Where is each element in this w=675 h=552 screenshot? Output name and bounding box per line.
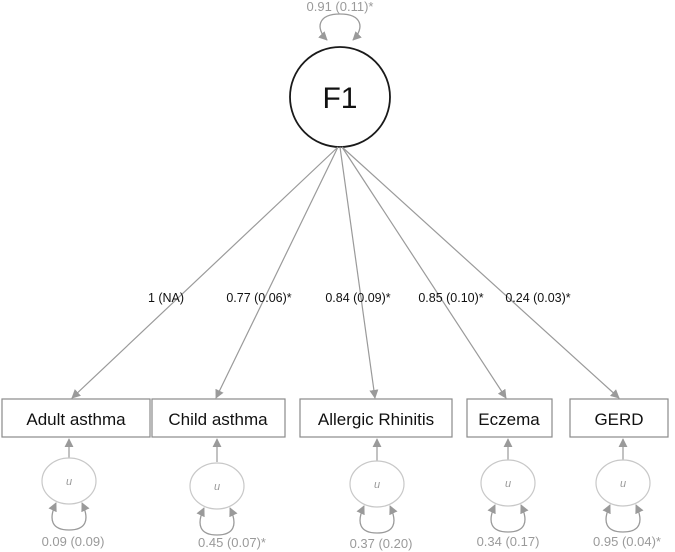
loading-path-child-asthma bbox=[215, 146, 339, 399]
indicator-box-child-asthma bbox=[151, 398, 286, 438]
indicator-label-gerd: GERD bbox=[594, 410, 643, 429]
error-variance-adult-asthma: 0.09 (0.09) bbox=[42, 534, 105, 549]
error-label-eczema: u bbox=[505, 478, 511, 490]
indicator-box-adult-asthma bbox=[1, 398, 151, 438]
error-term-child-asthma: u bbox=[189, 438, 245, 536]
indicator-label-allergic-rhinitis: Allergic Rhinitis bbox=[318, 410, 434, 429]
loading-path-eczema bbox=[341, 146, 507, 399]
error-term-adult-asthma: u bbox=[41, 438, 97, 531]
loading-label-eczema: 0.85 (0.10)* bbox=[418, 291, 483, 305]
error-label-allergic-rhinitis: u bbox=[374, 479, 380, 491]
loading-paths bbox=[71, 146, 620, 399]
error-label-gerd: u bbox=[620, 478, 626, 490]
factor-variance-loop bbox=[318, 13, 362, 41]
indicator-label-eczema: Eczema bbox=[478, 410, 540, 429]
error-variance-child-asthma: 0.45 (0.07)* bbox=[198, 535, 266, 550]
loading-path-adult-asthma bbox=[71, 146, 339, 399]
factor-variance-label: 0.91 (0.11)* bbox=[307, 0, 374, 14]
indicator-box-gerd bbox=[569, 398, 669, 438]
error-term-allergic-rhinitis: u bbox=[349, 438, 405, 534]
loading-label-gerd: 0.24 (0.03)* bbox=[505, 291, 570, 305]
factor-label: F1 bbox=[322, 82, 357, 115]
loading-path-gerd bbox=[341, 146, 620, 399]
loading-label-adult-asthma: 1 (NA) bbox=[148, 291, 184, 305]
indicator-box-eczema bbox=[466, 398, 553, 438]
error-term-gerd: u bbox=[595, 438, 651, 533]
error-variance-eczema: 0.34 (0.17) bbox=[477, 534, 540, 549]
loading-path-allergic-rhinitis bbox=[339, 146, 379, 399]
indicator-label-child-asthma: Child asthma bbox=[168, 410, 268, 429]
error-variance-gerd: 0.95 (0.04)* bbox=[593, 534, 661, 549]
indicator-label-adult-asthma: Adult asthma bbox=[26, 410, 126, 429]
error-term-eczema: u bbox=[480, 438, 536, 533]
error-variance-allergic-rhinitis: 0.37 (0.20) bbox=[350, 536, 413, 551]
indicator-box-allergic-rhinitis bbox=[299, 398, 453, 438]
loading-label-allergic-rhinitis: 0.84 (0.09)* bbox=[325, 291, 390, 305]
loading-label-child-asthma: 0.77 (0.06)* bbox=[226, 291, 291, 305]
error-label-child-asthma: u bbox=[214, 481, 220, 493]
error-label-adult-asthma: u bbox=[66, 476, 72, 488]
